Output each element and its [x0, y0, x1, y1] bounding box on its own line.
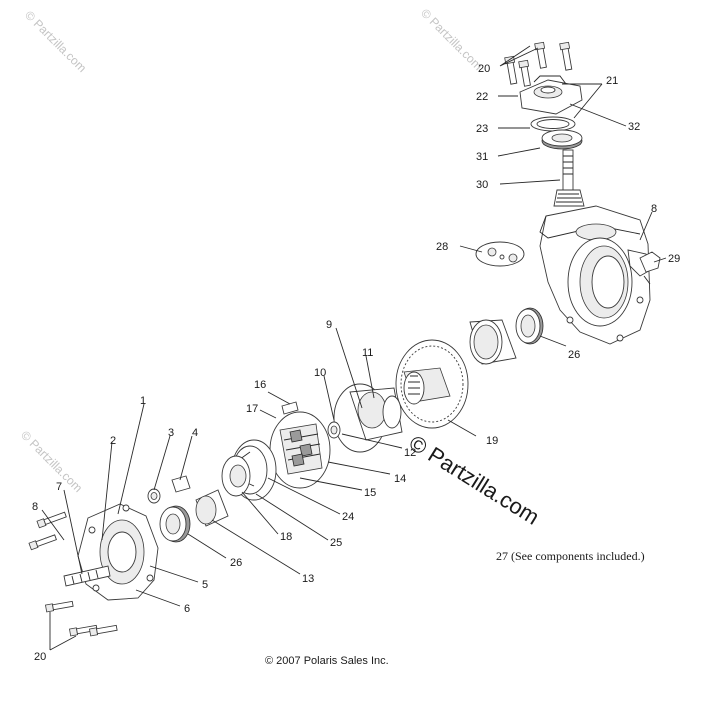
callout-8-right: 8: [651, 203, 657, 215]
callout-1: 1: [140, 395, 146, 407]
callout-30: 30: [476, 179, 488, 191]
coil-housing-9: [333, 383, 403, 453]
callout-6: 6: [184, 603, 190, 615]
callout-4: 4: [192, 427, 198, 439]
callout-21: 21: [606, 75, 618, 87]
seal-o-ring: [530, 116, 576, 132]
callout-17: 17: [246, 403, 258, 415]
callout-31: 31: [476, 151, 488, 163]
bearing-sleeve: [469, 319, 517, 365]
spring-3: [147, 488, 161, 504]
upper-bearing: [541, 129, 583, 150]
callout-23: 23: [476, 123, 488, 135]
plate-18: [221, 455, 251, 497]
callout-14: 14: [394, 473, 406, 485]
callout-29: 29: [668, 253, 680, 265]
pinion-shaft: [553, 149, 585, 207]
callout-22: 22: [476, 91, 488, 103]
callout-24: 24: [342, 511, 354, 523]
right-output-seal: [515, 307, 544, 345]
callout-20-top: 20: [478, 63, 490, 75]
output-shaft-7: [63, 565, 111, 587]
callout-20-bottom: 20: [34, 651, 46, 663]
callout-16: 16: [254, 379, 266, 391]
bearing-26-left: [159, 505, 191, 543]
callout-10: 10: [314, 367, 326, 379]
callout-26-left: 26: [230, 557, 242, 569]
callout-5: 5: [202, 579, 208, 591]
callout-26-right: 26: [568, 349, 580, 361]
breather-fitting: [639, 251, 661, 285]
callout-2: 2: [110, 435, 116, 447]
components-note: 27 (See components included.): [496, 549, 645, 563]
callout-labels: 20 22 23 31 30 21 32 28 29 8 26 19 9 11 …: [32, 63, 680, 663]
callout-9: 9: [326, 319, 332, 331]
armature-plate-19: [395, 339, 469, 429]
roller-sleeve-13: [195, 489, 229, 527]
callout-3: 3: [168, 427, 174, 439]
callout-8-left: 8: [32, 501, 38, 513]
vent-assembly-28: [475, 241, 525, 267]
small-washer-10: [327, 421, 341, 439]
top-cover-plate: [519, 75, 583, 115]
clip-16: [281, 401, 299, 415]
left-bolts: [28, 511, 118, 637]
callout-13: 13: [302, 573, 314, 585]
callout-7: 7: [56, 481, 62, 493]
callout-18: 18: [280, 531, 292, 543]
copyright-text: © 2007 Polaris Sales Inc.: [265, 655, 389, 667]
roller-cage-15: [269, 411, 331, 489]
callout-25: 25: [330, 537, 342, 549]
main-gearcase-housing: [539, 205, 655, 345]
callout-32: 32: [628, 121, 640, 133]
callout-11: 11: [362, 347, 373, 359]
callout-12: 12: [404, 447, 416, 459]
callout-28: 28: [436, 241, 448, 253]
leader-lines: [41, 45, 667, 651]
callout-19: 19: [486, 435, 498, 447]
left-cover-housing: [77, 503, 159, 601]
callout-15: 15: [364, 487, 376, 499]
bracket-4: [171, 475, 191, 493]
